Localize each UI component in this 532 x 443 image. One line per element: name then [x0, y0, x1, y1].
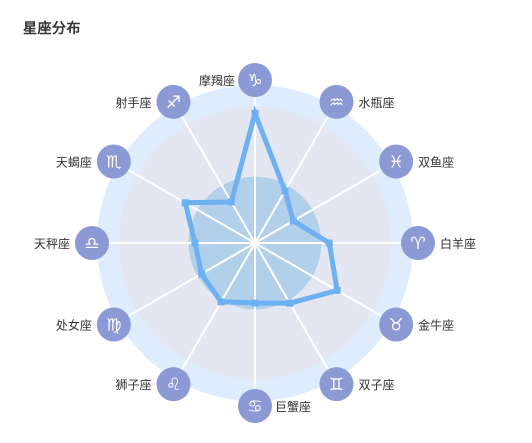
aquarius-icon: ♒: [319, 84, 354, 119]
data-point-11: [227, 198, 235, 206]
scorpio-icon: ♏: [96, 144, 131, 179]
svg-text:♉: ♉: [389, 316, 404, 336]
data-point-3: [325, 239, 333, 247]
data-point-6: [251, 299, 259, 307]
label-sagittarius: 射手座: [115, 95, 151, 110]
svg-text:♋: ♋: [247, 397, 262, 417]
label-gemini: 双子座: [359, 377, 395, 392]
data-point-4: [333, 286, 341, 294]
page-title: 星座分布: [23, 21, 81, 37]
category-icons: ♑ ♒ ♓ ♈ ♉ ♊ ♋ ♌ ♍ ♎ ♏ ♐: [75, 63, 435, 423]
spoke-4: [254, 242, 397, 326]
aries-icon: ♈: [401, 226, 435, 260]
cancer-icon: ♋: [238, 389, 272, 423]
svg-text:♑: ♑: [247, 71, 262, 91]
svg-text:♊: ♊: [329, 375, 344, 395]
svg-text:♏: ♏: [106, 153, 121, 173]
data-point-7: [217, 298, 225, 306]
data-point-10: [181, 199, 189, 207]
label-cancer: 巨蟹座: [275, 399, 311, 414]
data-point-0: [251, 109, 259, 117]
spoke-11: [172, 101, 256, 244]
libra-icon: ♎: [75, 226, 109, 260]
spoke-2: [254, 160, 397, 244]
data-point-8: [198, 270, 206, 278]
svg-text:♈: ♈: [410, 234, 425, 254]
gemini-icon: ♊: [319, 367, 354, 402]
label-aries: 白羊座: [440, 236, 476, 251]
svg-text:♌: ♌: [166, 375, 181, 395]
label-scorpio: 天蝎座: [56, 155, 92, 170]
virgo-icon: ♍: [96, 307, 131, 342]
data-point-9: [191, 239, 199, 247]
spoke-1: [254, 101, 338, 244]
svg-text:♐: ♐: [166, 93, 181, 113]
pisces-icon: ♓: [379, 144, 414, 179]
leo-icon: ♌: [156, 367, 191, 402]
data-point-5: [286, 299, 294, 307]
capricorn-icon: ♑: [238, 63, 272, 97]
svg-text:♒: ♒: [329, 93, 344, 113]
spokes-group: [92, 80, 418, 406]
svg-text:♓: ♓: [389, 153, 404, 173]
label-libra: 天秤座: [34, 236, 70, 251]
svg-text:♎: ♎: [84, 234, 99, 254]
label-virgo: 处女座: [56, 318, 92, 333]
svg-text:♍: ♍: [106, 316, 121, 336]
label-capricorn: 摩羯座: [199, 73, 235, 88]
spoke-7: [172, 242, 256, 385]
label-leo: 狮子座: [115, 377, 151, 392]
spoke-8: [113, 242, 256, 326]
sagittarius-icon: ♐: [156, 84, 191, 119]
data-point-1: [281, 187, 289, 195]
label-taurus: 金牛座: [418, 318, 454, 333]
label-pisces: 双鱼座: [418, 155, 454, 170]
data-point-2: [289, 217, 297, 225]
spoke-5: [254, 242, 338, 385]
label-aquarius: 水瓶座: [359, 95, 395, 110]
taurus-icon: ♉: [379, 307, 414, 342]
